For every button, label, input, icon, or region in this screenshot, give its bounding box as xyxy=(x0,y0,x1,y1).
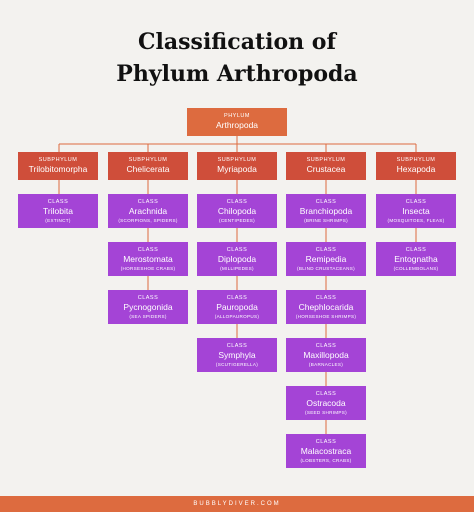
node-class-insecta: CLASS Insecta (MOSQUITOES, FLEAS) xyxy=(376,194,456,228)
node-name: Chephlocarida xyxy=(298,301,354,312)
node-class-chephlocarida: CLASS Chephlocarida (HORSESHOE SHRIMPS) xyxy=(286,290,366,324)
node-class-maxillopoda: CLASS Maxillopoda (BARNACLES) xyxy=(286,338,366,372)
node-rank-label: CLASS xyxy=(226,294,248,301)
node-rank-label: CLASS xyxy=(226,246,248,253)
node-name: Maxillopoda xyxy=(303,349,349,360)
node-rank-label: CLASS xyxy=(137,198,159,205)
node-class-entognatha: CLASS Entognatha (COLLEMBOLANS) xyxy=(376,242,456,276)
node-example-note: (HORSESHOE SHRIMPS) xyxy=(295,313,357,319)
node-name: Crustacea xyxy=(306,164,346,174)
node-class-chilopoda: CLASS Chilopoda (CENTIPEDES) xyxy=(197,194,277,228)
node-rank-label: CLASS xyxy=(405,246,427,253)
node-rank-label: SUBPHYLUM xyxy=(38,157,78,163)
node-name: Insecta xyxy=(402,205,430,216)
node-class-arachnida: CLASS Arachnida (SCORPIONS, SPIDERS) xyxy=(108,194,188,228)
node-rank-label: CLASS xyxy=(405,198,427,205)
node-name: Branchiopoda xyxy=(299,205,353,216)
node-example-note: (BRINE SHRIMPS) xyxy=(304,217,348,223)
node-rank-label: CLASS xyxy=(315,438,337,445)
node-class-remipedia: CLASS Remipedia (BLIND CRUSTACEANS) xyxy=(286,242,366,276)
node-class-ostracoda: CLASS Ostracoda (SEED SHRIMPS) xyxy=(286,386,366,420)
node-example-note: (LOBSTERS, CRABS) xyxy=(300,457,352,463)
node-subphylum-hexapoda: SUBPHYLUM Hexapoda xyxy=(376,152,456,180)
node-example-note: (BARNACLES) xyxy=(308,361,344,367)
node-rank-label: CLASS xyxy=(315,342,337,349)
node-rank-label: CLASS xyxy=(315,390,337,397)
node-rank-label: CLASS xyxy=(315,294,337,301)
node-name: Arachnida xyxy=(128,205,168,216)
node-example-note: (EXTINCT) xyxy=(45,217,71,223)
node-example-note: (SCUTIGERELLA) xyxy=(215,361,259,367)
node-name: Trilobita xyxy=(43,205,73,216)
node-class-symphyla: CLASS Symphyla (SCUTIGERELLA) xyxy=(197,338,277,372)
node-name: Pycnogonida xyxy=(123,301,173,312)
node-class-branchiopoda: CLASS Branchiopoda (BRINE SHRIMPS) xyxy=(286,194,366,228)
node-name: Symphyla xyxy=(218,349,256,360)
node-name: Remipedia xyxy=(305,253,347,264)
node-example-note: (COLLEMBOLANS) xyxy=(393,265,439,271)
node-name: Chilopoda xyxy=(217,205,257,216)
node-name: Chelicerata xyxy=(126,164,170,174)
node-rank-label: CLASS xyxy=(315,198,337,205)
node-example-note: (SEED SHRIMPS) xyxy=(305,409,347,415)
node-name: Ostracoda xyxy=(306,397,346,408)
node-subphylum-myriapoda: SUBPHYLUM Myriapoda xyxy=(197,152,277,180)
node-rank-label: SUBPHYLUM xyxy=(217,157,257,163)
node-name: Myriapoda xyxy=(217,164,257,174)
node-name: Pauropoda xyxy=(216,301,258,312)
node-rank-label: PHYLUM xyxy=(224,113,250,119)
node-example-note: (BLIND CRUSTACEANS) xyxy=(297,265,355,271)
node-example-note: (HORSESHOE CRABS) xyxy=(120,265,176,271)
node-subphylum-trilobitomorpha: SUBPHYLUM Trilobitomorpha xyxy=(18,152,98,180)
node-example-note: (SCORPIONS, SPIDERS) xyxy=(118,217,178,223)
node-rank-label: CLASS xyxy=(47,198,69,205)
node-rank-label: CLASS xyxy=(226,198,248,205)
node-example-note: (CENTIPEDES) xyxy=(218,217,255,223)
node-example-note: (MILLIPEDES) xyxy=(220,265,254,271)
node-name: Merostomata xyxy=(123,253,173,264)
node-example-note: (ALLOPAUROPUS) xyxy=(214,313,260,319)
node-rank-label: SUBPHYLUM xyxy=(396,157,436,163)
node-subphylum-chelicerata: SUBPHYLUM Chelicerata xyxy=(108,152,188,180)
footer-banner[interactable]: BUBBLYDIVER.COM xyxy=(0,496,474,512)
node-rank-label: SUBPHYLUM xyxy=(306,157,346,163)
node-rank-label: CLASS xyxy=(137,246,159,253)
chart-title-line2: Phylum Arthropoda xyxy=(116,61,358,87)
node-name: Malacostraca xyxy=(300,445,352,456)
node-example-note: (MOSQUITOES, FLEAS) xyxy=(387,217,445,223)
node-name: Diplopoda xyxy=(217,253,257,264)
node-class-merostomata: CLASS Merostomata (HORSESHOE CRABS) xyxy=(108,242,188,276)
node-name: Hexapoda xyxy=(396,164,436,174)
node-name: Entognatha xyxy=(394,253,438,264)
node-subphylum-crustacea: SUBPHYLUM Crustacea xyxy=(286,152,366,180)
node-rank-label: CLASS xyxy=(226,342,248,349)
node-class-trilobita: CLASS Trilobita (EXTINCT) xyxy=(18,194,98,228)
node-example-note: (SEA SPIDERS) xyxy=(129,313,167,319)
node-name: Arthropoda xyxy=(215,120,259,130)
node-class-pauropoda: CLASS Pauropoda (ALLOPAUROPUS) xyxy=(197,290,277,324)
node-class-diplopoda: CLASS Diplopoda (MILLIPEDES) xyxy=(197,242,277,276)
chart-title-line1: Classification of xyxy=(138,29,336,55)
node-rank-label: SUBPHYLUM xyxy=(128,157,168,163)
node-rank-label: CLASS xyxy=(137,294,159,301)
node-class-malacostraca: CLASS Malacostraca (LOBSTERS, CRABS) xyxy=(286,434,366,468)
node-phylum-arthropoda: PHYLUM Arthropoda xyxy=(187,108,287,136)
node-name: Trilobitomorpha xyxy=(28,164,88,174)
node-rank-label: CLASS xyxy=(315,246,337,253)
node-class-pycnogonida: CLASS Pycnogonida (SEA SPIDERS) xyxy=(108,290,188,324)
